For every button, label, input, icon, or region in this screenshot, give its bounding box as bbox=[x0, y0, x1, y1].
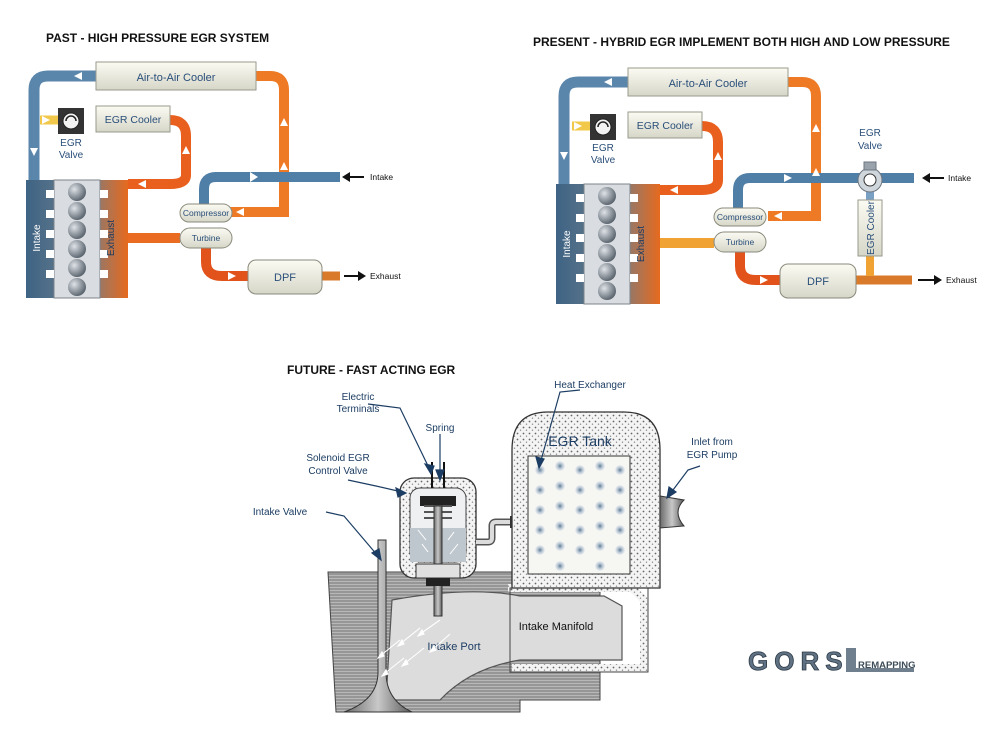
logo-mark bbox=[846, 648, 914, 672]
past-egr-cooler-label: EGR Cooler bbox=[105, 114, 162, 126]
present-lp-valve-label-1: EGR bbox=[859, 128, 881, 139]
past-pipe-egr-hot bbox=[128, 115, 191, 189]
present-valve-icon bbox=[597, 121, 609, 128]
present-heading: PRESENT - HYBRID EGR IMPLEMENT BOTH HIGH… bbox=[533, 35, 950, 49]
future-heat-exchanger-label: Heat Exchanger bbox=[554, 380, 626, 391]
past-turbine-label: Turbine bbox=[192, 233, 221, 243]
future-port-flow-arrows bbox=[376, 619, 451, 678]
present-intake-arrow-label: Intake bbox=[948, 173, 971, 183]
future-electric-label-1: Electric bbox=[342, 392, 375, 403]
past-egr-cooler bbox=[95, 105, 171, 133]
present-egr-valve-label-2: Valve bbox=[591, 155, 616, 166]
logo-subtext: REMAPPING bbox=[858, 660, 916, 671]
future-intake-valve bbox=[343, 539, 413, 713]
future-intake-manifold-label: Intake Manifold bbox=[519, 621, 594, 633]
future-intake-port-label: Intake Port bbox=[427, 641, 480, 653]
present-egr-cooler bbox=[627, 111, 703, 139]
past-heading: PAST - HIGH PRESSURE EGR SYSTEM bbox=[46, 31, 270, 45]
past-air-cooler bbox=[95, 61, 257, 91]
future-inlet-label-2: EGR Pump bbox=[687, 450, 738, 461]
past-exhaust-arrow-label: Exhaust bbox=[370, 271, 401, 281]
present-exhaust-arrow-label: Exhaust bbox=[946, 275, 977, 285]
past-pipe-intake-loop bbox=[28, 70, 96, 180]
present-egr-valve-label-1: EGR bbox=[592, 143, 614, 154]
present-egr-cooler-label: EGR Cooler bbox=[637, 120, 694, 132]
future-egr-tank-label: EGR Tank bbox=[548, 433, 613, 449]
past-intake-arrow-label: Intake bbox=[370, 172, 393, 182]
past-egr-valve-label-1: EGR bbox=[60, 138, 82, 149]
past-flow-arrows bbox=[30, 72, 288, 280]
logo-text: GORS bbox=[748, 646, 849, 676]
past-compressor-label: Compressor bbox=[183, 208, 229, 218]
past-exhaust-side-label: Exhaust bbox=[106, 220, 117, 256]
future-system: Intake Manifold Intake Port bbox=[253, 380, 738, 713]
future-spring-label: Spring bbox=[426, 423, 455, 434]
present-dpf bbox=[779, 263, 857, 299]
future-electric-label-2: Terminals bbox=[337, 404, 380, 415]
future-solenoid-label-1: Solenoid EGR bbox=[306, 453, 369, 464]
future-callouts bbox=[325, 389, 701, 562]
present-intake-side-label: Intake bbox=[562, 230, 573, 258]
present-turbine-label: Turbine bbox=[726, 237, 755, 247]
past-pipe-charge bbox=[230, 71, 289, 217]
past-intake-side-label: Intake bbox=[32, 224, 43, 252]
present-port-blocks bbox=[576, 194, 638, 282]
past-valve-icon bbox=[65, 115, 77, 122]
present-lp-egr-cooler bbox=[857, 199, 883, 257]
present-dpf-label: DPF bbox=[807, 276, 829, 288]
future-heat-exchanger-dots bbox=[535, 461, 625, 571]
present-compressor bbox=[713, 207, 767, 227]
present-lp-cooler-label: EGR Cooler bbox=[866, 200, 877, 255]
present-pipe-charge bbox=[768, 77, 821, 221]
present-cylinders bbox=[598, 187, 616, 300]
past-system: Air-to-Air Cooler EGR Cooler EGR Valve bbox=[26, 61, 401, 299]
present-turbine bbox=[713, 231, 767, 253]
future-solenoid-label-2: Control Valve bbox=[308, 466, 368, 477]
past-egr-valve-label-2: Valve bbox=[59, 150, 84, 161]
future-intake-manifold bbox=[385, 591, 623, 701]
past-port-blocks bbox=[46, 190, 108, 278]
future-heading: FUTURE - FAST ACTING EGR bbox=[287, 363, 456, 377]
present-air-cooler bbox=[627, 67, 789, 97]
present-air-cooler-label: Air-to-Air Cooler bbox=[669, 78, 748, 90]
present-pipe-intake-loop bbox=[558, 76, 628, 184]
present-system: Air-to-Air Cooler EGR Cooler EGR Valve I… bbox=[556, 67, 977, 305]
future-inlet-label-1: Inlet from bbox=[691, 437, 733, 448]
present-pipe-dpf bbox=[735, 252, 780, 285]
past-air-cooler-label: Air-to-Air Cooler bbox=[137, 72, 216, 84]
future-valve-stem bbox=[433, 505, 443, 617]
future-solenoid-flow-arrows bbox=[417, 529, 459, 555]
future-solenoid-armature bbox=[420, 496, 456, 506]
future-pump-inlet bbox=[659, 495, 686, 529]
past-cylinders bbox=[68, 183, 86, 296]
present-exhaust-side-label: Exhaust bbox=[636, 226, 647, 262]
present-lp-valve-label-2: Valve bbox=[858, 141, 883, 152]
present-compressor-label: Compressor bbox=[717, 212, 763, 222]
future-connector-pipe bbox=[476, 520, 512, 544]
future-intake-valve-label: Intake Valve bbox=[253, 507, 308, 518]
past-compressor bbox=[179, 203, 233, 223]
past-turbine bbox=[179, 227, 233, 249]
gors-logo: GORS REMAPPING bbox=[748, 646, 916, 677]
past-pipe-dpf bbox=[201, 248, 248, 281]
present-flow-arrows bbox=[560, 78, 820, 284]
present-pipe-egr-hot bbox=[660, 121, 723, 195]
past-dpf bbox=[247, 259, 323, 295]
past-pipe-intake-in bbox=[199, 172, 340, 206]
past-dpf-label: DPF bbox=[274, 272, 296, 284]
present-pipe-intake-in bbox=[733, 173, 914, 210]
